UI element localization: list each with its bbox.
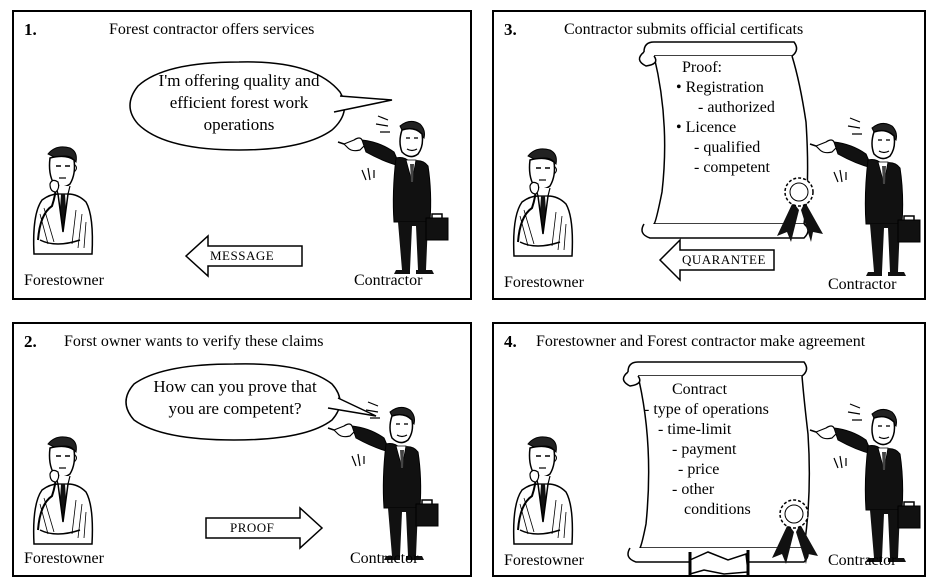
certificate-line: - qualified bbox=[694, 139, 761, 156]
certificate-scroll bbox=[638, 41, 824, 243]
panel-number: 1. bbox=[24, 20, 37, 39]
certificate-line: Proof: bbox=[682, 59, 722, 76]
forestowner-label: Forestowner bbox=[24, 550, 104, 567]
forestowner-figure bbox=[512, 147, 574, 257]
contract-line: - type of operations bbox=[644, 401, 769, 418]
contract-line: - other bbox=[672, 481, 715, 498]
contract-line: conditions bbox=[684, 501, 751, 518]
speech-line: I'm offering quality and bbox=[158, 71, 320, 90]
panel-number: 2. bbox=[24, 332, 37, 351]
contractor-label: Contractor bbox=[828, 552, 897, 569]
contract-text: Contract - type of operations - time-lim… bbox=[644, 380, 769, 520]
panel-number: 4. bbox=[504, 332, 517, 351]
contract-line: Contract bbox=[672, 381, 728, 398]
forestowner-figure bbox=[512, 435, 574, 545]
contractor-figure bbox=[337, 115, 449, 275]
panel-title: Forestowner and Forest contractor make a… bbox=[536, 333, 866, 350]
contractor-figure bbox=[327, 401, 439, 561]
forestowner-label: Forestowner bbox=[504, 274, 584, 291]
panel-2: 2. Forst owner wants to verify these cla… bbox=[12, 322, 472, 577]
contract-line: - payment bbox=[672, 441, 737, 458]
contract-line: - price bbox=[678, 461, 720, 478]
certificate-line: • Licence bbox=[676, 119, 737, 136]
forestowner-label: Forestowner bbox=[24, 272, 104, 289]
panel-title: Forest contractor offers services bbox=[109, 21, 315, 38]
contract-scroll bbox=[622, 361, 819, 576]
contract-line: - time-limit bbox=[658, 421, 732, 438]
message-arrow bbox=[184, 234, 303, 278]
panel-title: Contractor submits official certificats bbox=[564, 21, 804, 38]
guarantee-arrow bbox=[658, 238, 775, 282]
speech-line: How can you prove that bbox=[153, 377, 317, 396]
proof-arrow bbox=[205, 506, 324, 550]
contractor-label: Contractor bbox=[354, 272, 423, 289]
forestowner-label: Forestowner bbox=[504, 552, 584, 569]
arrow-label: MESSAGE bbox=[210, 248, 275, 263]
speech-line: efficient forest work bbox=[169, 93, 309, 112]
arrow-label: PROOF bbox=[230, 520, 275, 535]
speech-bubble bbox=[129, 61, 393, 151]
certificate-line: - authorized bbox=[698, 99, 775, 116]
forestowner-figure bbox=[32, 435, 94, 545]
forestowner-figure bbox=[32, 145, 94, 255]
speech-line: you are competent? bbox=[168, 399, 302, 418]
panel-1: 1. Forest contractor offers services I'm… bbox=[12, 10, 472, 300]
speech-bubble-text: How can you prove that you are competent… bbox=[130, 376, 340, 420]
contractor-label: Contractor bbox=[828, 276, 897, 293]
panel-3: 3. Contractor submits official certifica… bbox=[492, 10, 926, 300]
certificate-line: • Registration bbox=[676, 79, 764, 96]
speech-bubble bbox=[125, 363, 377, 441]
speech-line: operations bbox=[203, 115, 275, 134]
panel-title: Forst owner wants to verify these claims bbox=[64, 333, 324, 350]
certificate-text: Proof: • Registration - authorized • Lic… bbox=[676, 58, 775, 178]
arrow-label: QUARANTEE bbox=[682, 252, 766, 267]
speech-bubble-text: I'm offering quality and efficient fores… bbox=[134, 70, 344, 136]
contractor-label: Contractor bbox=[350, 550, 419, 567]
panel-4: 4. Forestowner and Forest contractor mak… bbox=[492, 322, 926, 577]
certificate-line: - competent bbox=[694, 159, 770, 176]
contractor-figure bbox=[809, 117, 921, 277]
contractor-figure bbox=[809, 403, 921, 563]
panel-number: 3. bbox=[504, 20, 517, 39]
